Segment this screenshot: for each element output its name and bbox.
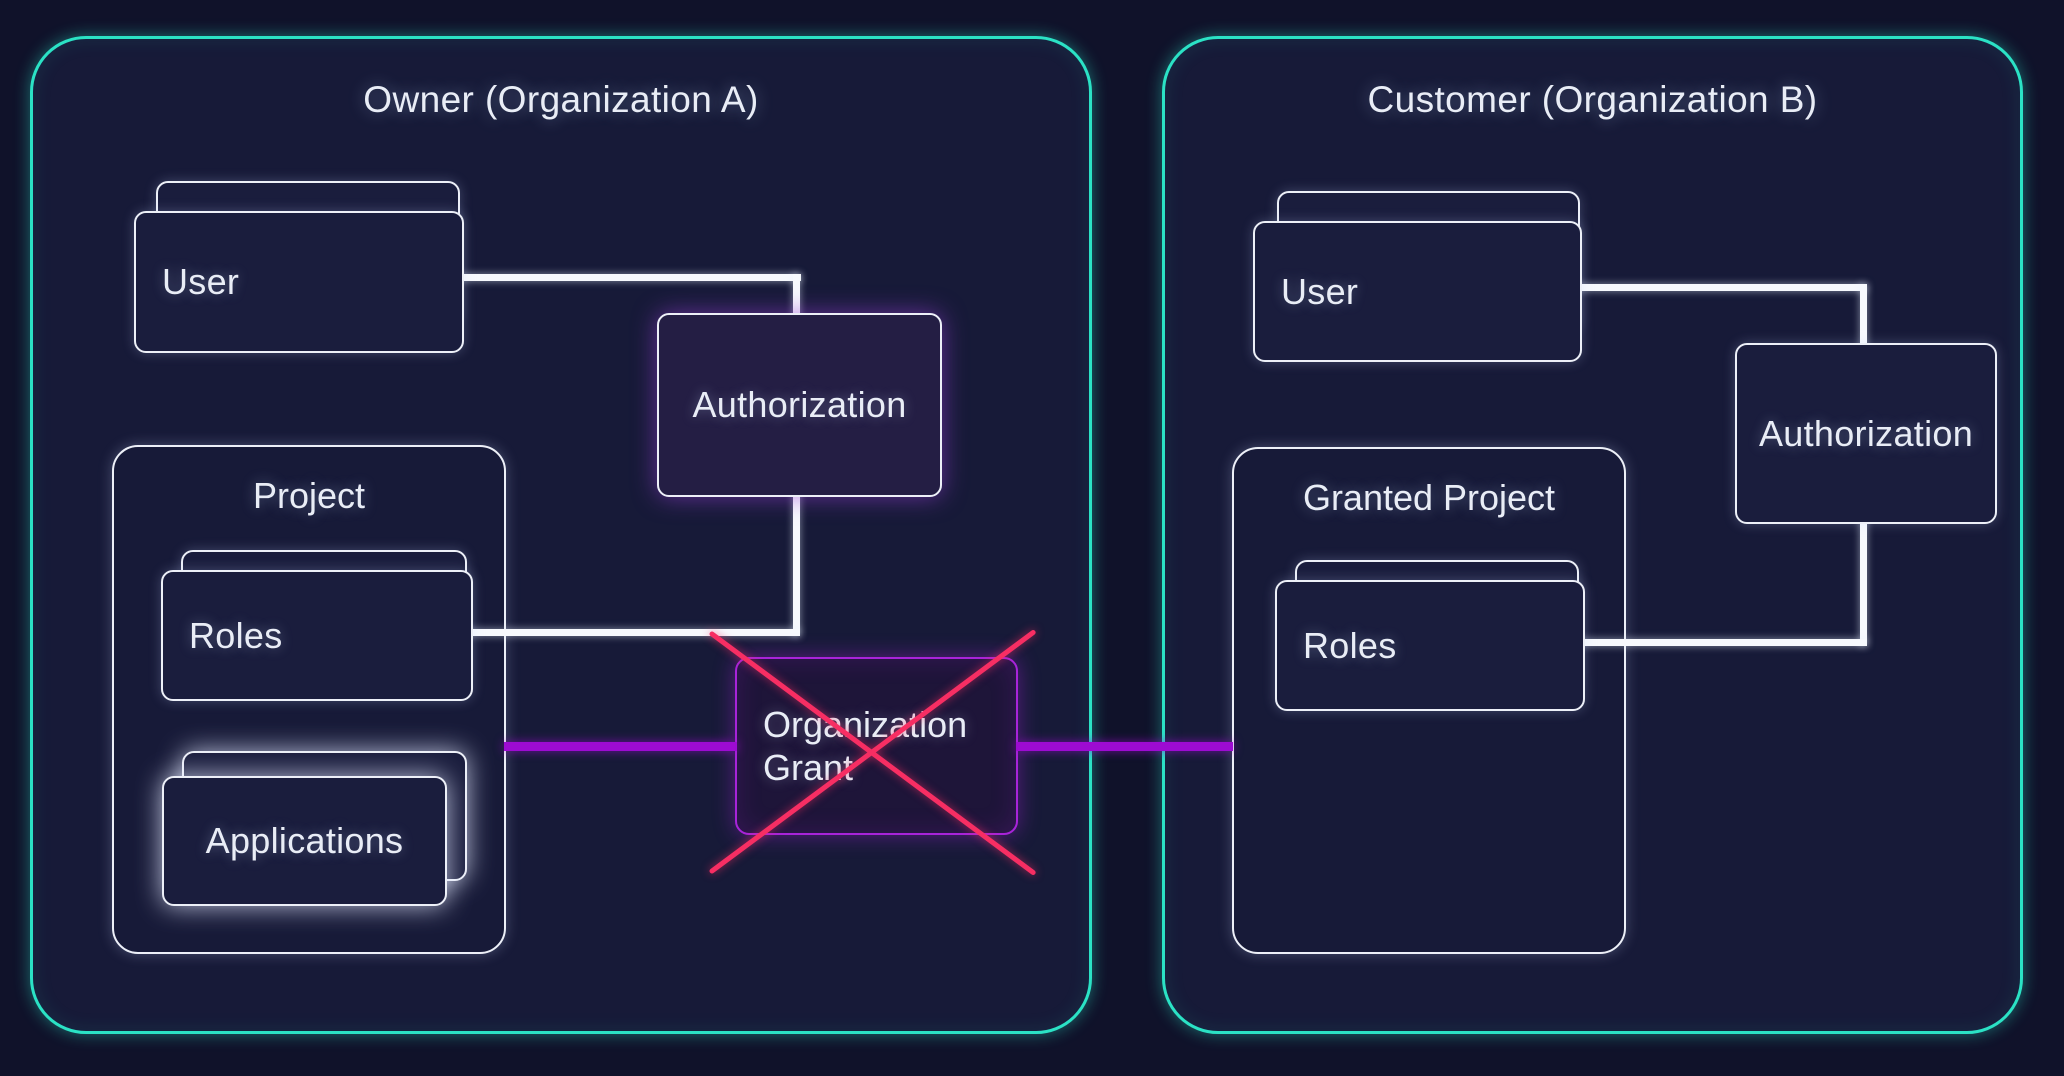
owner-applications-box: Applications [162,776,447,906]
customer-user-label: User [1281,270,1359,312]
organization-grant-label: Organization Grant [763,703,968,788]
connector-customer-user-authorization [1552,284,1867,291]
owner-authorization-label: Authorization [692,384,907,425]
customer-authorization-label: Authorization [1758,412,1974,454]
customer-user-box: User [1253,221,1582,362]
connector-customer-authorization-roles [1555,639,1867,646]
owner-roles-box: Roles [161,570,473,701]
customer-roles-box: Roles [1275,580,1585,711]
project-title: Project [252,475,366,516]
owner-user-label: User [162,261,240,302]
connector-project-grant [504,742,737,751]
connector-grant-granted-project [1016,742,1233,751]
customer-organization-title: Customer (Organization B) [1367,79,1818,120]
connector-owner-user-authorization [433,274,801,281]
owner-authorization-box: Authorization [657,313,942,497]
customer-authorization-box: Authorization [1735,343,1997,524]
connector-owner-authorization-roles [443,629,800,636]
owner-roles-label: Roles [189,614,283,656]
owner-organization-title: Owner (Organization A) [363,79,759,120]
customer-roles-label: Roles [1303,624,1397,666]
owner-applications-label: Applications [205,820,404,861]
owner-user-box: User [134,211,464,353]
granted-project-title: Granted Project [1302,477,1556,518]
